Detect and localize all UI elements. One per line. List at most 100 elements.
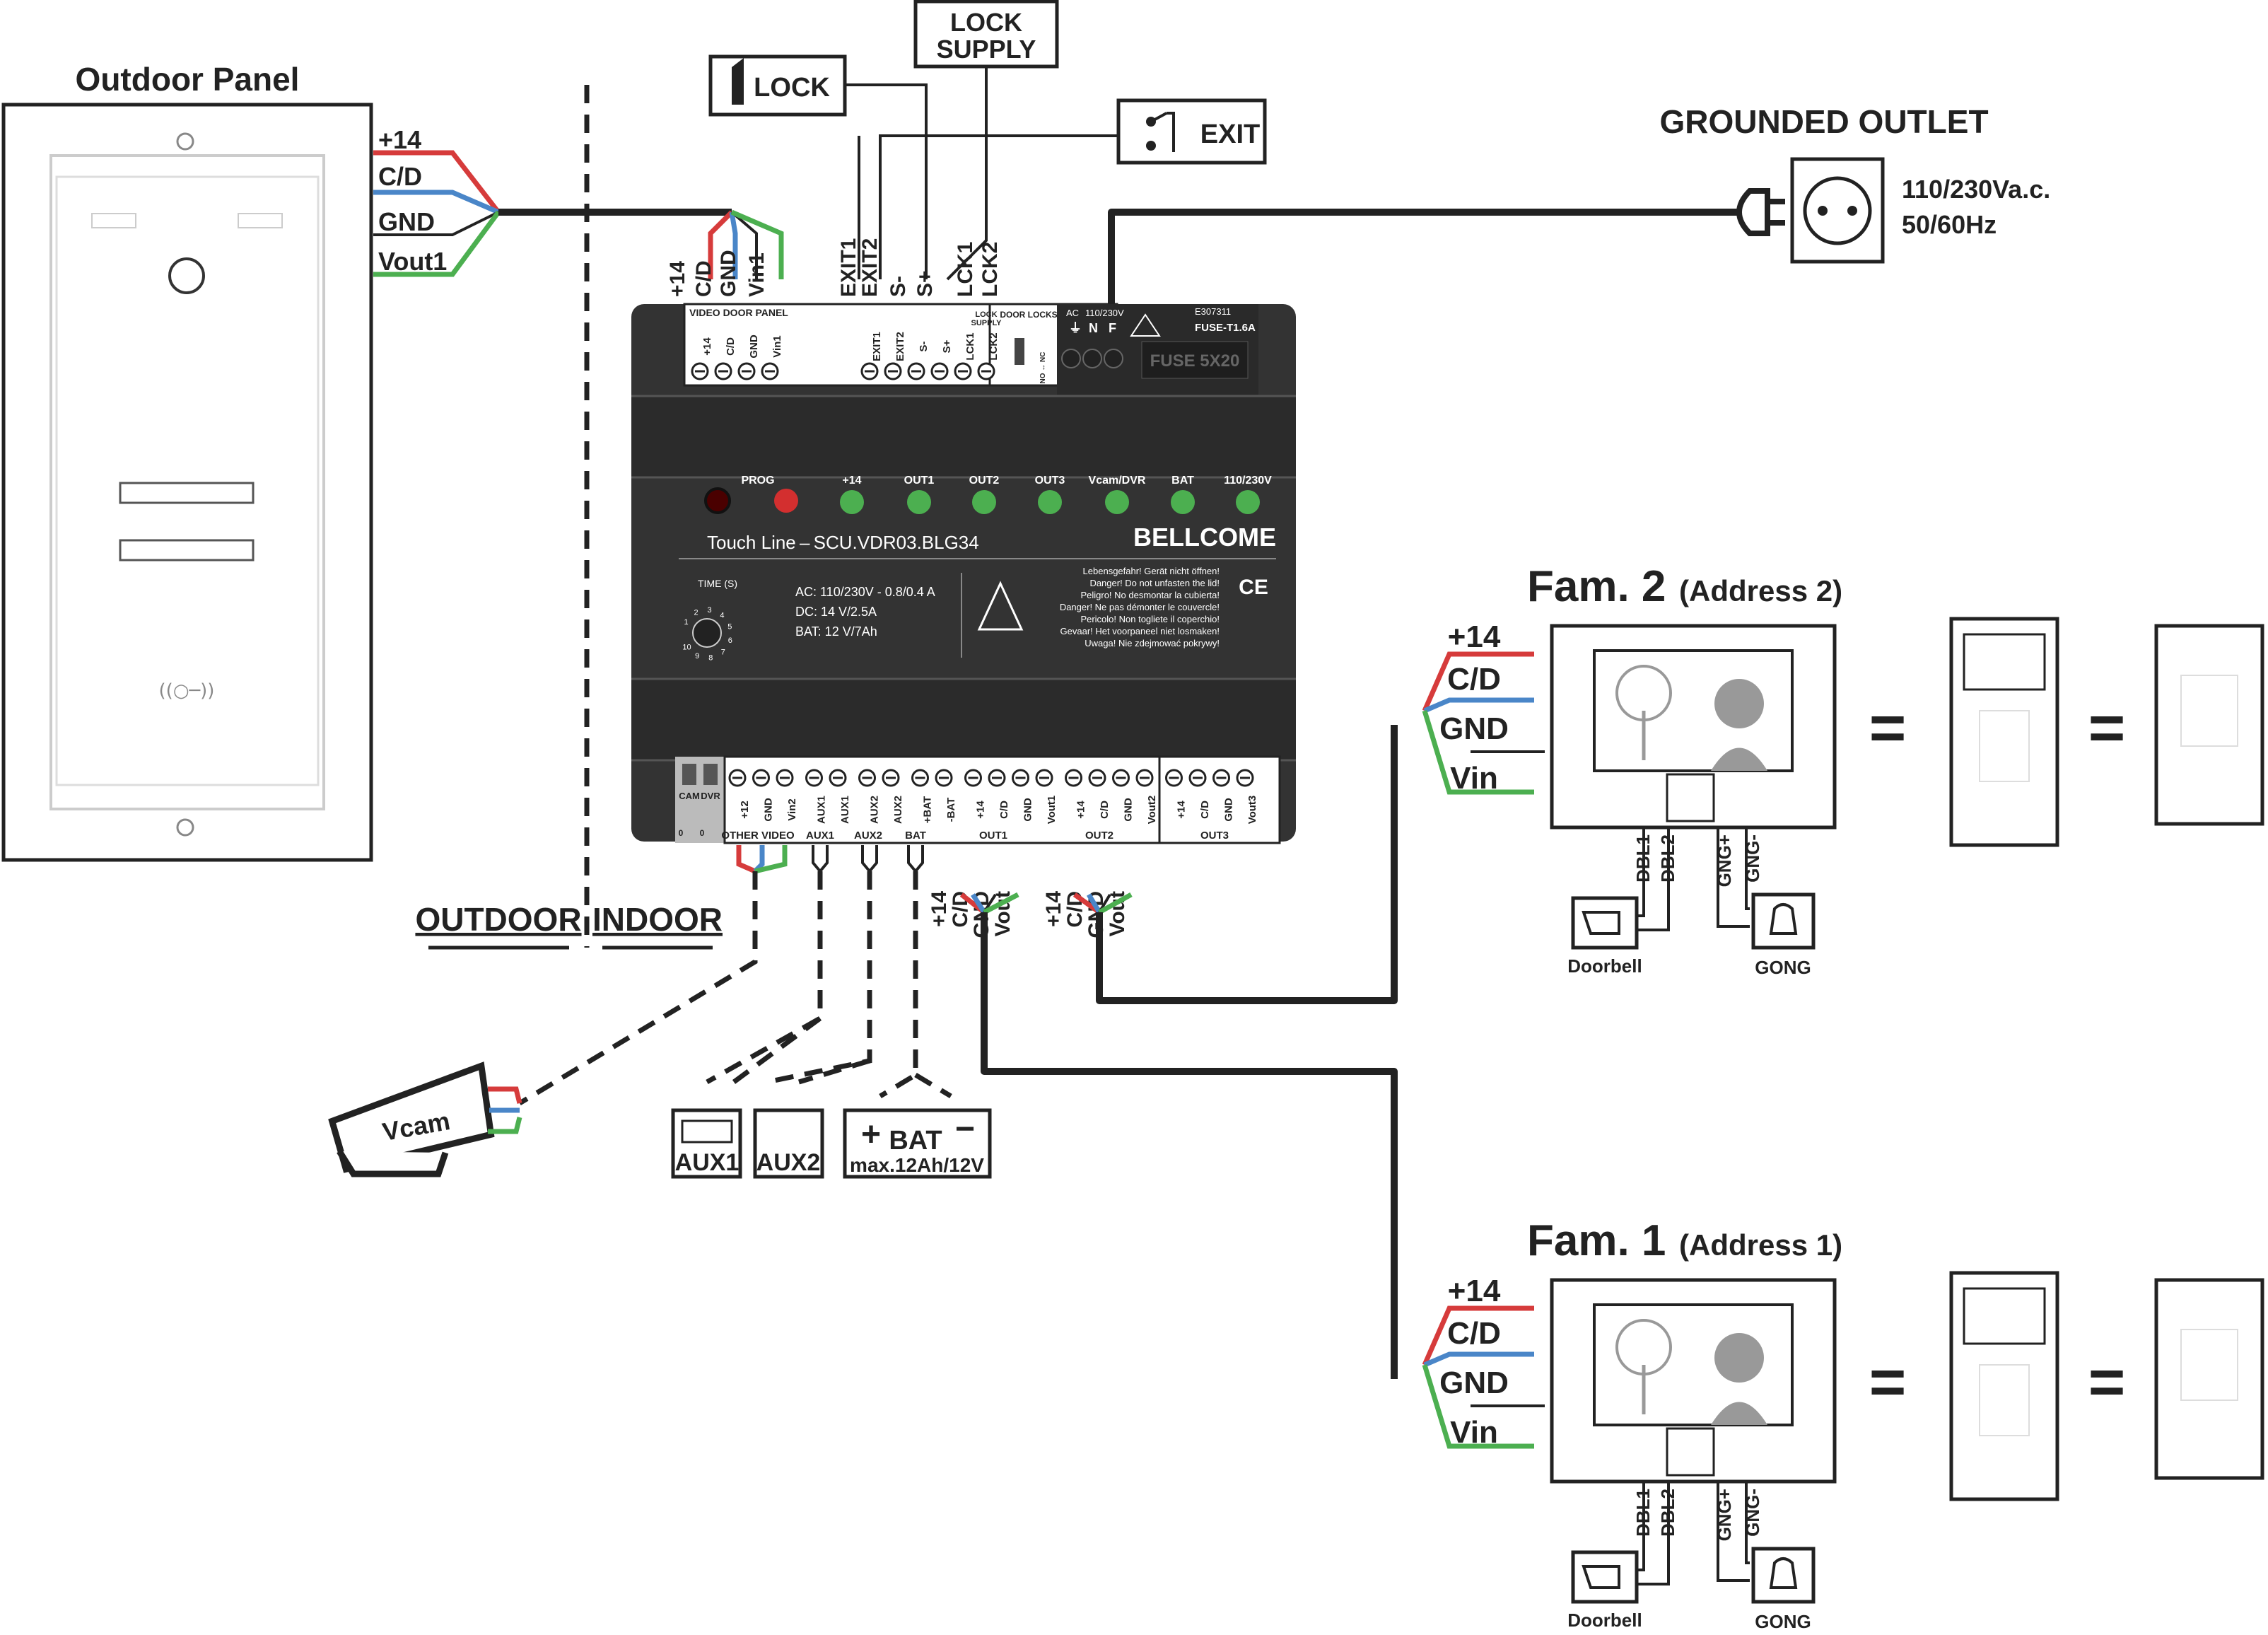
equals-sign: = — [1869, 1347, 1907, 1418]
lock-supply-small: LOCK — [975, 310, 997, 319]
led-label: OUT1 — [904, 475, 935, 487]
dial-number: 2 — [694, 609, 698, 617]
terminal-group-label: OTHER VIDEO — [721, 830, 795, 842]
model-label: Touch Line – SCU.VDR03.BLG34 — [707, 532, 979, 553]
spec-line: DC: 14 V/2.5A — [795, 605, 877, 619]
terminal-label: +14 — [975, 801, 987, 819]
outdoor-panel-title: Outdoor Panel — [76, 61, 300, 98]
ac-term: ⏚ — [1069, 321, 1082, 335]
terminal-label: GND — [763, 798, 775, 822]
switch-label: DVR — [701, 791, 720, 801]
dial-number: 3 — [708, 606, 712, 615]
spec-line: AC: 110/230V - 0.8/0.4 A — [795, 585, 935, 599]
battery: + BAT − max.12Ah/12V — [843, 1108, 992, 1179]
doorbell-label: Doorbell — [1567, 955, 1642, 977]
equals-sign: = — [2088, 1347, 2126, 1418]
indoor-label: INDOOR — [592, 901, 723, 938]
wire-label: +14 — [1042, 891, 1065, 927]
outdoor-label: OUTDOOR — [415, 901, 581, 938]
status-led — [907, 490, 931, 514]
terminal-label: +14 — [1075, 801, 1087, 819]
bat-capacity: max.12Ah/12V — [850, 1154, 984, 1176]
status-led — [1038, 490, 1062, 514]
wire-label: S+ — [913, 270, 937, 297]
camera-icon: Vcam — [328, 1061, 495, 1177]
terminal-group-label: OUT3 — [1200, 830, 1229, 842]
switch-position: 0 — [700, 828, 705, 838]
terminal-label: Vin1 — [771, 335, 783, 357]
aux2-label: AUX2 — [756, 1149, 821, 1176]
terminal-label: Vout1 — [1046, 796, 1058, 825]
led-label: 110/230V — [1224, 475, 1272, 487]
ac-term: N — [1089, 321, 1098, 335]
terminal-label: C/D — [725, 337, 737, 356]
gong-label: GONG — [1755, 1611, 1811, 1632]
warning-text: Lebensgefahr! Gerät nicht öffnen! — [1083, 566, 1220, 576]
warning-text: Gevaar! Het voorpaneel niet losmaken! — [1060, 626, 1220, 636]
terminal-label: S+ — [941, 339, 953, 353]
wire-label: Vin1 — [745, 252, 768, 297]
status-led — [1236, 490, 1260, 514]
wire-label: +14 — [1448, 1274, 1501, 1308]
dial-number: 5 — [727, 623, 732, 632]
bat-label: BAT — [889, 1126, 942, 1156]
led-label: OUT3 — [1035, 475, 1065, 487]
aux1-label: AUX1 — [675, 1149, 740, 1176]
monitor-name: Fam. 1 — [1527, 1216, 1666, 1265]
wire-label: GND — [1439, 711, 1509, 746]
doorbell-button — [1571, 896, 1639, 950]
dial-number: 7 — [721, 648, 725, 656]
terminal-label: C/D — [998, 801, 1010, 819]
dial-number: 8 — [708, 654, 713, 663]
bat-minus: − — [955, 1110, 975, 1148]
wire-label: +14 — [666, 261, 689, 297]
wire-label: +14 — [378, 125, 421, 154]
lock-supply-small: SUPPLY — [971, 319, 1002, 327]
terminal-label: +12 — [739, 801, 751, 818]
warning-text: Uwaga! Nie zdejmować pokrywy! — [1085, 638, 1220, 648]
svg-text:((○─)): ((○─)) — [159, 680, 215, 702]
gong-label: GONG — [1755, 957, 1811, 978]
terminal-group-label: OUT2 — [1085, 830, 1113, 842]
gong-bell-icon — [1751, 1547, 1816, 1604]
wire-label: C/D — [1447, 662, 1501, 697]
warning-icon — [977, 581, 1024, 631]
wire-label: C/D — [692, 260, 715, 297]
wire-label: EXIT1 — [837, 238, 860, 297]
terminal-label: AUX2 — [869, 796, 881, 824]
controller-unit: VIDEO DOOR PANEL LOCK SUPPLY DOOR LOCKS … — [631, 303, 1296, 844]
outlet-frequency: 50/60Hz — [1902, 210, 1997, 239]
ce-mark: CE — [1239, 576, 1268, 599]
terminal-group-label: AUX1 — [806, 830, 834, 842]
status-led — [840, 490, 864, 514]
wire-label: C/D — [378, 162, 422, 191]
monitor-address: (Address 2) — [1679, 574, 1842, 607]
terminal-label: C/D — [1199, 801, 1211, 819]
equals-sign: = — [1869, 693, 1907, 764]
wire-label: +14 — [1448, 619, 1501, 654]
lock-supply-box: LOCK SUPPLY — [913, 0, 1059, 69]
terminal-group-label: BAT — [905, 830, 926, 842]
terminal-label: GND — [1022, 798, 1034, 822]
terminal-label: EXIT2 — [894, 332, 906, 361]
led-prog — [774, 489, 798, 513]
terminal-label: GND — [1123, 798, 1135, 822]
terminal-label: Vout3 — [1246, 796, 1258, 825]
terminal-label: AUX2 — [892, 796, 904, 824]
doorbell-label: Doorbell — [1567, 1610, 1642, 1631]
wire-label: Vout1 — [378, 247, 447, 276]
doorbell-button — [1571, 1550, 1639, 1604]
time-label: TIME (S) — [698, 578, 737, 589]
warning-text: Peligro! No desmontar la cubierta! — [1080, 590, 1220, 600]
status-led — [1171, 490, 1195, 514]
dial-number: 10 — [682, 644, 691, 652]
outlet-icon — [1790, 157, 1885, 264]
terminal-label: +14 — [701, 337, 713, 356]
terminal-label: Vout2 — [1146, 796, 1158, 825]
status-led — [1105, 490, 1129, 514]
outlet-voltage: 110/230Va.c. — [1902, 175, 2050, 204]
terminal-label: LCK2 — [988, 332, 1000, 360]
exit-label: EXIT — [1200, 120, 1260, 149]
